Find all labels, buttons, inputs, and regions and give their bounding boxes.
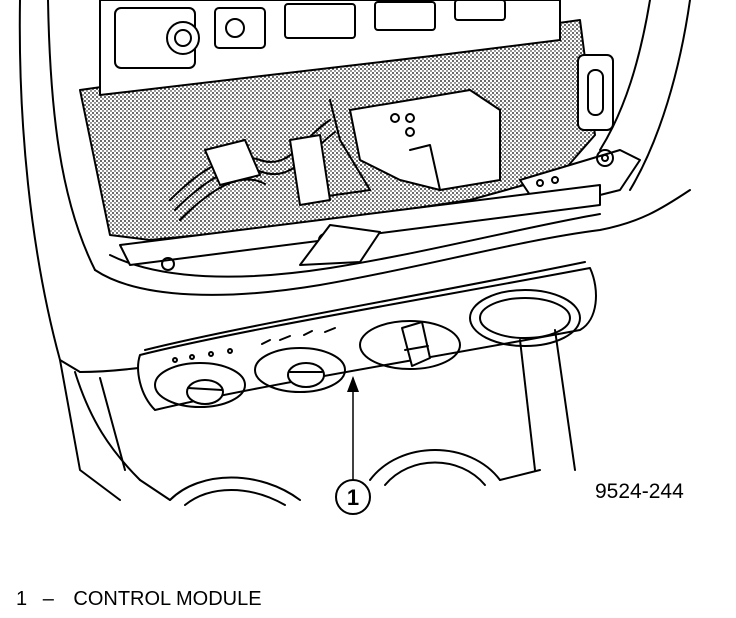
legend-number: 1 xyxy=(16,588,28,610)
bezel-bottom-inner xyxy=(109,213,601,278)
legend-separator: – xyxy=(42,588,54,610)
callout-circle xyxy=(335,479,371,515)
cup-holder-right xyxy=(369,449,501,481)
knob-middle xyxy=(287,362,325,388)
console-outline-right xyxy=(554,329,576,471)
knob-middle-recess xyxy=(254,347,346,393)
figure-id: 9524-244 xyxy=(595,480,684,503)
upper-panel-slot-4 xyxy=(374,1,436,31)
knob-right xyxy=(401,321,431,367)
control-module-faceplate xyxy=(137,267,597,411)
mounting-bracket xyxy=(349,89,501,191)
bezel-inner-left xyxy=(47,0,96,271)
knob-left xyxy=(186,379,224,405)
legend: 1 – CONTROL MODULE xyxy=(16,588,262,611)
callout-arrowhead xyxy=(347,376,359,392)
legend-label: CONTROL MODULE xyxy=(73,588,262,610)
upper-panel-slot-2 xyxy=(214,7,266,49)
console-inner-left xyxy=(99,377,126,471)
callout-number: 1 xyxy=(347,485,359,510)
console-outline-left xyxy=(74,371,141,481)
mounting-rail xyxy=(119,184,601,266)
bezel-right-edge xyxy=(629,0,691,191)
vent-right-recess xyxy=(469,289,581,347)
bezel-right-inner xyxy=(599,0,651,151)
mount-screw-left xyxy=(161,257,175,271)
upper-panel-slot-3 xyxy=(284,3,356,39)
upper-panel-slot-5 xyxy=(454,0,506,21)
bezel-bottom xyxy=(94,189,691,296)
knob-left-recess xyxy=(154,362,246,408)
knob-right-recess xyxy=(359,320,461,370)
bezel-outer-left xyxy=(18,0,81,373)
cup-holder-left xyxy=(169,476,301,501)
connector-clip xyxy=(204,139,261,186)
console-inner-right xyxy=(519,339,536,471)
upper-knob xyxy=(166,21,200,55)
